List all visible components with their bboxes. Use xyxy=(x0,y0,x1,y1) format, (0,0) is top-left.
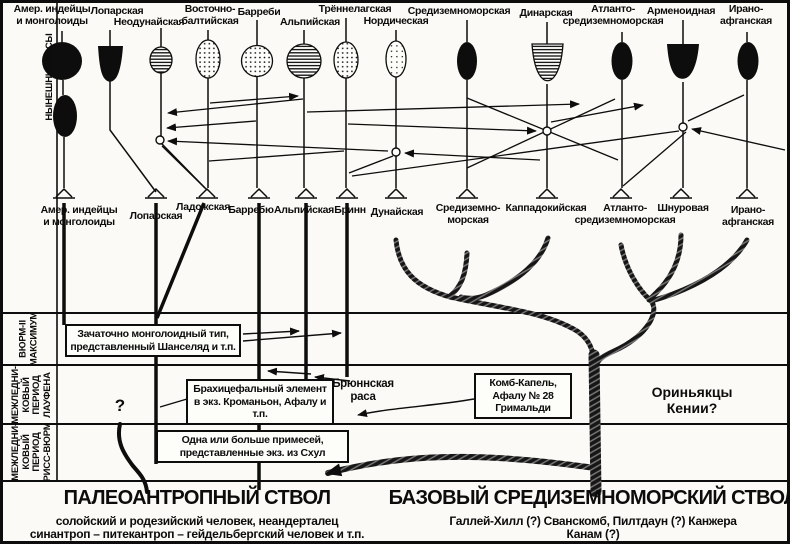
sidebar-label-wurm-ii: ВЮРМ-II МАКСИМУМ xyxy=(17,311,40,367)
ancestor-trestle-markers xyxy=(53,187,758,199)
mediterranean-trunk-subtitle-1: Галлей-Хилл (?) Сванскомб, Пилтдаун (?) … xyxy=(449,514,737,528)
ancestral-race-label-irano-afghan: Ирано- афганская xyxy=(722,204,774,228)
modern-race-label-armenoid: Арменоидная xyxy=(646,5,716,17)
head-irano-afghan xyxy=(737,42,759,80)
brunn-race-note: Брюннская раса xyxy=(332,378,394,403)
head-atlanto-mediterranean xyxy=(611,42,633,80)
paleoanthropic-trunk-title: ПАЛЕОАНТРОПНЫЙ СТВОЛ xyxy=(63,487,331,509)
ancestral-race-label-danubian: Дунайская xyxy=(370,206,424,218)
head-amerindian-2 xyxy=(53,95,77,137)
mediterranean-trunk-subtitle-2: Канам (?) xyxy=(566,527,620,541)
head-amerindian-1 xyxy=(42,42,82,80)
head-borreby xyxy=(240,44,274,78)
trunk-arm-to-skhul xyxy=(324,453,598,477)
ancestral-race-label-atlanto-mediterranean: Атланто- средиземноморская xyxy=(574,202,676,226)
skhul-admixture-box: Одна или больше примесей, представленные… xyxy=(156,430,349,463)
sidebar-label-modern-races: НЫНЕШНИЕ РАСЫ xyxy=(43,33,55,121)
modern-race-label-east-baltic: Восточно- балтийская xyxy=(181,3,239,27)
junction-nodes xyxy=(155,122,688,157)
modern-race-label-borreby: Барреби xyxy=(237,6,281,18)
modern-race-label-alpine: Альпийская xyxy=(279,16,341,28)
paleoanthropic-trunk-subtitle-1: солойский и родезийский человек, неандер… xyxy=(55,514,339,528)
mediterranean-tree xyxy=(324,232,750,498)
ancestral-race-label-amerindian: Амер. индейцы и монголоиды xyxy=(40,204,118,228)
ancestral-race-label-cappadocian: Каппадокийская xyxy=(505,202,587,214)
annotation-arrows xyxy=(159,327,475,418)
head-neodanubian xyxy=(149,46,173,74)
ancestral-race-label-ladoga: Ладожская xyxy=(175,201,231,213)
period-dividers xyxy=(3,3,787,482)
head-dinaric xyxy=(531,43,564,82)
connector-lines xyxy=(61,18,748,193)
modern-race-label-amerindian: Амер. индейцы и монголоиды xyxy=(13,3,91,27)
modern-race-label-irano-afghan: Ирано- афганская xyxy=(720,3,772,27)
ancestral-race-label-borreby: Барребю xyxy=(228,204,274,216)
head-alpine xyxy=(286,43,322,79)
modern-race-label-tronder: Трённелагская xyxy=(318,3,392,15)
modern-race-label-lappish: Лопарская xyxy=(90,5,144,17)
head-lappish xyxy=(98,46,123,82)
ancestral-race-label-alpine: Альпийская xyxy=(273,204,335,216)
brachycephalic-box: Брахицефальный элемент в экз. Кроманьон,… xyxy=(186,379,334,425)
head-tronder xyxy=(333,41,359,79)
head-nordic xyxy=(385,40,407,78)
head-armenoid xyxy=(667,44,699,79)
modern-race-label-neodanubian: Неодунайская xyxy=(113,16,185,28)
paleoanthropic-trunk-subtitle-2: синантроп – питекантроп – гейдельбергски… xyxy=(29,527,365,541)
ancestral-race-label-mediterranean: Средиземно- морская xyxy=(435,202,501,226)
modern-race-label-nordic: Нордическая xyxy=(363,15,429,27)
ancestral-race-label-corded: Шнуровая xyxy=(657,202,709,214)
admixture-arrows xyxy=(161,92,786,189)
kenya-aurignacians-note: Ориньякцы Кении? xyxy=(651,384,733,416)
unknown-origin-question-mark: ? xyxy=(114,396,126,415)
modern-race-label-atlanto-mediterranean: Атланто- средиземноморская xyxy=(562,3,664,27)
head-mediterranean xyxy=(457,42,477,80)
ancestral-race-label-brunn: Бринн xyxy=(334,204,366,216)
modern-race-label-mediterranean: Средиземноморская xyxy=(407,5,511,17)
combe-capelle-box: Комб-Капель, Афалу № 28 Гримальди xyxy=(474,373,572,419)
unknown-lineage-curve xyxy=(117,422,149,494)
sidebar-label-laufen: МЕЖЛЕДНИ- КОВЫЙ ПЕРИОД ЛАУФЕНА xyxy=(10,366,53,424)
main-trunk xyxy=(588,349,602,498)
ancestral-race-label-lappish: Лопарская xyxy=(129,210,183,222)
sidebar-label-riss-wurm: МЕЖЛЕДНИ- КОВЫЙ ПЕРИОД РИСС-ВЮРМ xyxy=(10,422,53,482)
head-east-baltic xyxy=(195,39,221,79)
mediterranean-trunk-title: БАЗОВЫЙ СРЕДИЗЕМНОМОРСКИЙ СТВОЛ xyxy=(388,487,790,509)
modern-race-label-dinaric: Динарская xyxy=(519,7,573,19)
proto-mongoloid-box: Зачаточно монголоидный тип, представленн… xyxy=(65,324,241,357)
race-head-shapes xyxy=(42,39,759,137)
